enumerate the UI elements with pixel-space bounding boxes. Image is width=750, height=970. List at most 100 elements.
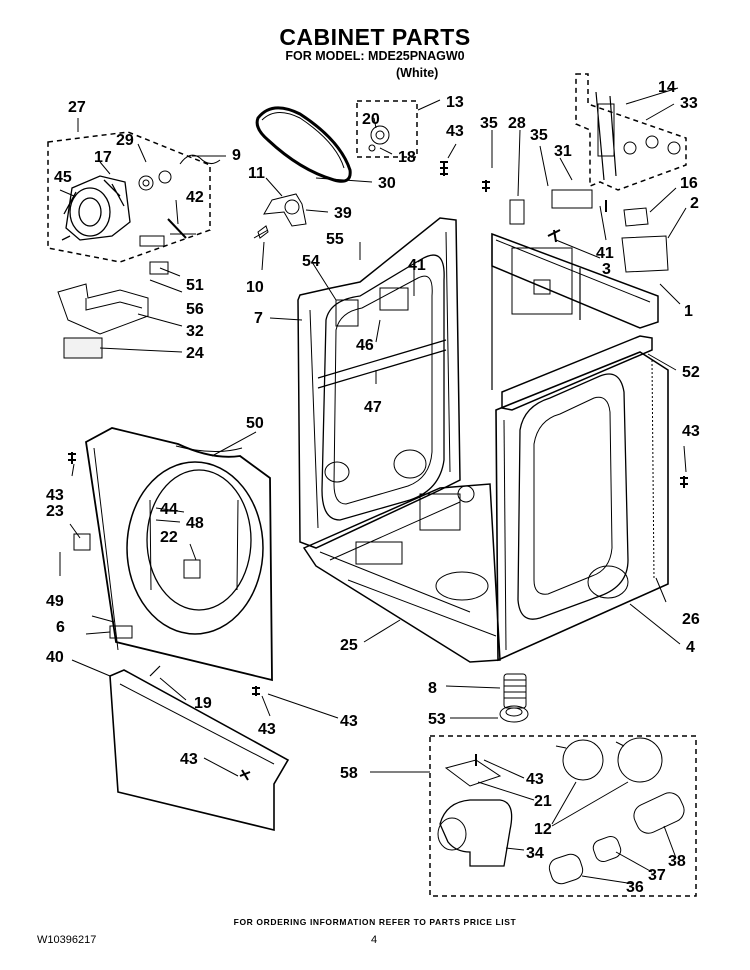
callout-2: 2 — [690, 195, 699, 212]
wire-harness — [595, 91, 617, 181]
toe-panel — [109, 669, 290, 832]
drive-motor — [61, 175, 131, 241]
callout-labels: 27 29 17 45 9 42 51 56 32 24 20 13 18 11… — [46, 79, 700, 896]
callout-29: 29 — [116, 132, 134, 149]
vent-cap-2 — [617, 737, 663, 783]
callout-36: 36 — [626, 879, 644, 896]
motor-clip — [179, 154, 221, 165]
callout-46: 46 — [356, 337, 374, 354]
callout-37: 37 — [648, 867, 666, 884]
motor-group-box — [47, 131, 211, 263]
callout-8: 8 — [428, 680, 437, 697]
callout-52: 52 — [682, 364, 700, 381]
callout-35-b: 35 — [530, 127, 548, 144]
callout-13: 13 — [446, 94, 464, 111]
callout-43-g: 43 — [526, 771, 544, 788]
callout-41-a: 41 — [596, 245, 614, 262]
callout-43-f: 43 — [180, 751, 198, 768]
callout-53: 53 — [428, 711, 446, 728]
latch-bracket — [509, 199, 525, 225]
callout-25: 25 — [340, 637, 358, 654]
motor-label-plate — [63, 337, 103, 359]
callout-16: 16 — [680, 175, 698, 192]
motor-mount — [57, 283, 149, 335]
callout-18: 18 — [398, 149, 416, 166]
callout-28: 28 — [508, 115, 526, 132]
callout-27: 27 — [68, 99, 86, 116]
callout-49: 49 — [46, 593, 64, 610]
callout-45: 45 — [54, 169, 72, 186]
callout-44: 44 — [160, 501, 178, 518]
callout-31: 31 — [554, 143, 572, 160]
exhaust-cover-plate — [444, 759, 502, 787]
callout-38: 38 — [668, 853, 686, 870]
rear-panel — [297, 217, 461, 549]
console-cover — [621, 235, 669, 273]
callout-24: 24 — [186, 345, 204, 362]
idler-group-box — [356, 100, 418, 158]
door-switch — [183, 559, 201, 579]
callout-43-d: 43 — [258, 721, 276, 738]
control-bracket — [551, 189, 593, 209]
callout-34: 34 — [526, 845, 544, 862]
callout-56: 56 — [186, 301, 204, 318]
vent-cap-1 — [562, 739, 604, 781]
callout-47: 47 — [364, 399, 382, 416]
leveling-leg — [503, 673, 527, 709]
callout-41-b: 41 — [408, 257, 426, 274]
idler-spring — [253, 225, 269, 239]
cabinet-back-wall — [491, 234, 581, 390]
back-bracket — [511, 247, 573, 315]
callout-32: 32 — [186, 323, 204, 340]
callout-14: 14 — [658, 79, 676, 96]
terminal-block — [335, 299, 359, 327]
motor-switch — [139, 235, 165, 247]
callout-54: 54 — [302, 253, 320, 270]
control-group-box — [575, 73, 687, 191]
model-line: FOR MODEL: MDE25PNAGW0 — [285, 49, 465, 63]
callout-26: 26 — [682, 611, 700, 628]
callout-50: 50 — [246, 415, 264, 432]
callout-58: 58 — [340, 765, 358, 782]
callout-43-e: 43 — [340, 713, 358, 730]
exhaust-elbow — [439, 799, 513, 867]
callout-43-b: 43 — [682, 423, 700, 440]
callout-23: 23 — [46, 503, 64, 520]
callout-30: 30 — [378, 175, 396, 192]
callout-40: 40 — [46, 649, 64, 666]
motor-pulley — [138, 175, 154, 191]
ordering-note: FOR ORDERING INFORMATION REFER TO PARTS … — [233, 917, 517, 927]
callout-35-a: 35 — [480, 115, 498, 132]
exhaust-duct — [633, 792, 685, 834]
callout-1: 1 — [684, 303, 693, 320]
callout-33: 33 — [680, 95, 698, 112]
callout-20: 20 — [362, 111, 380, 128]
callout-10: 10 — [246, 279, 264, 296]
document-number: W10396217 — [37, 934, 97, 946]
exhaust-kit-box — [429, 735, 697, 897]
callout-7: 7 — [254, 310, 263, 327]
page-number: 4 — [371, 934, 378, 946]
idler-arm — [263, 193, 307, 227]
motor-relay — [149, 261, 169, 275]
switch-knob — [623, 207, 649, 227]
callout-11: 11 — [248, 165, 265, 182]
callout-39: 39 — [334, 205, 352, 222]
callout-43-c: 43 — [46, 487, 64, 504]
callout-42: 42 — [186, 189, 204, 206]
drum-roller-mount — [419, 493, 461, 531]
thermostat-bracket — [379, 287, 409, 311]
callout-43-a: 43 — [446, 123, 464, 140]
hinge-bracket — [73, 533, 91, 551]
callout-21: 21 — [534, 793, 552, 810]
callout-17: 17 — [94, 149, 112, 166]
duct-coupler — [592, 835, 622, 863]
callout-51: 51 — [186, 277, 204, 294]
color-variant: (White) — [396, 66, 439, 80]
base-bracket — [355, 541, 403, 565]
page-title: CABINET PARTS — [279, 24, 471, 50]
callout-19: 19 — [194, 695, 212, 712]
cabinet-base — [302, 483, 501, 663]
callout-55: 55 — [326, 231, 344, 248]
